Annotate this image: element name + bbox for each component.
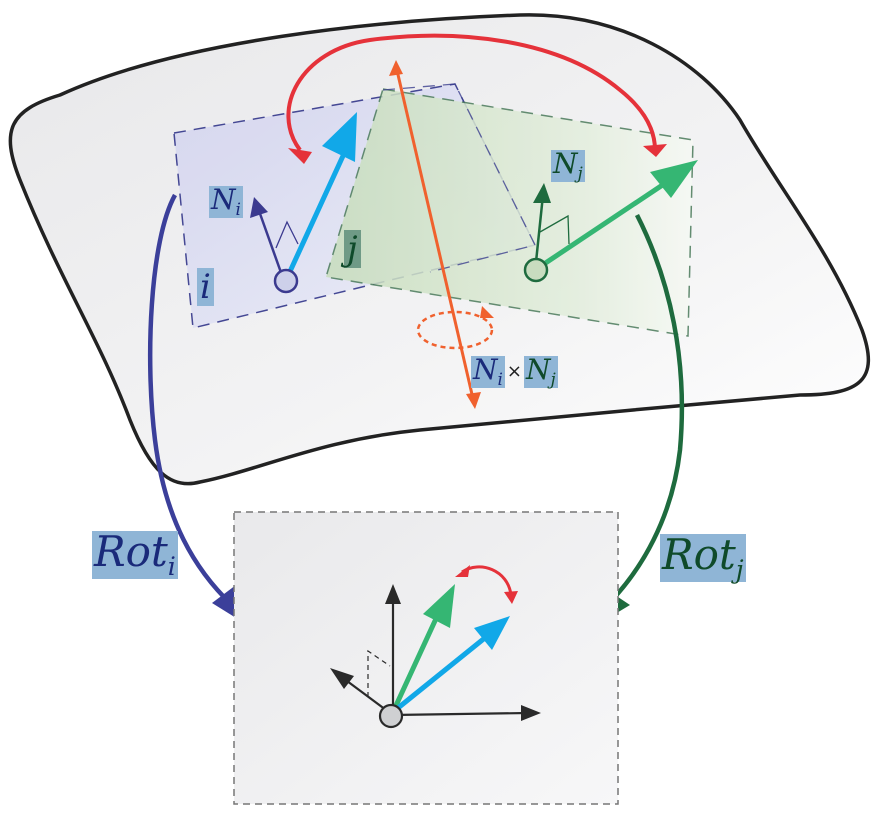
frame-origin [378,703,404,729]
label-patch-i: i [197,268,214,306]
label-rot-i: Roti [92,527,178,581]
patch-i-border-overlay [382,83,536,273]
frame-vector-j-head [423,584,455,628]
label-rot-j: Rotj [660,530,746,584]
cross-left-term: Ni [471,353,505,389]
normal-j-arrowhead [533,183,551,203]
cross-symbol: × [506,360,522,382]
vector-j-arrow [536,177,672,271]
frame-axis-diag [342,677,391,714]
label-normal-i: Ni [209,183,243,219]
frame-angle-arc-head-right [504,591,518,604]
patch-j [325,88,694,337]
vector-i-arrow [284,143,351,280]
rot-j-curve [610,213,685,602]
rotation-ellipse [416,310,494,350]
cross-axis-head-top [389,60,403,76]
canonical-frame [233,511,619,805]
normal-i-arrowhead [250,197,268,218]
frame-angle-arc-head-left [455,565,470,577]
frame-axis-right-head [521,705,541,721]
normal-j-arrow [534,194,545,263]
right-angle-i [275,220,299,249]
label-normal-j: Nj [551,147,585,183]
vector-j-arrowhead [650,160,698,198]
point-i [273,268,299,294]
frame-axis-right [392,711,529,717]
frame-vector-j [390,608,443,714]
normal-i-arrow [256,207,286,282]
vector-i-arrowhead [322,112,357,162]
frame-axis-up-head [385,584,401,604]
angle-arc-head-right [643,144,667,157]
frame-vector-i-head [474,616,510,650]
rot-i-curve [147,193,234,607]
label-patch-j: j [344,230,361,268]
frame-dashed-guide [367,649,391,697]
rotation-ellipse-head [480,306,494,318]
right-angle-j [539,214,570,245]
cross-right-term: Nj [523,353,558,389]
cross-axis-head-bottom [466,392,481,409]
frame-vector-i [391,635,488,714]
frame-axis-diag-head [330,668,354,689]
angle-arc-head-left [288,148,312,164]
label-cross-product: Ni × Nj [471,356,558,388]
point-j [523,257,549,283]
angle-arc-top [286,33,657,152]
